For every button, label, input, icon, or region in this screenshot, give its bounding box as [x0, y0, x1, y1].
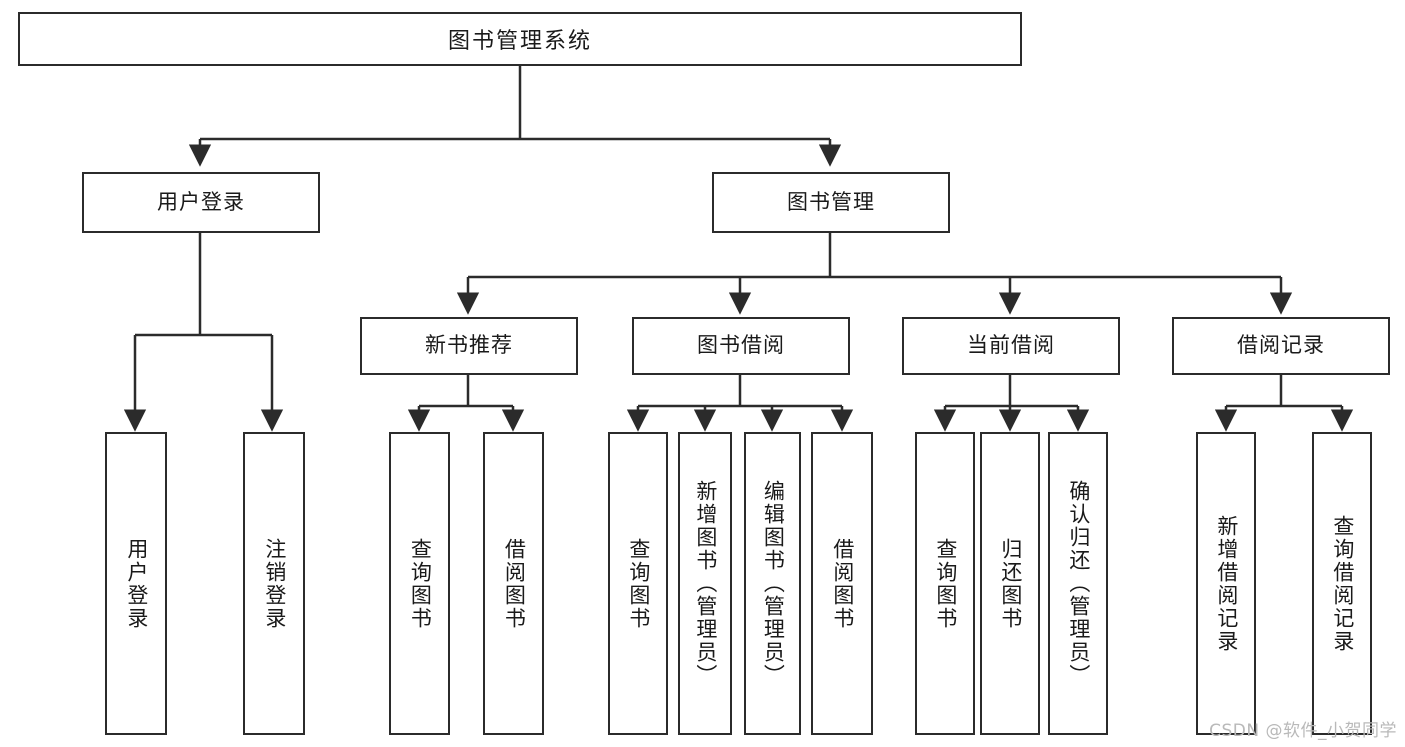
- node-borrow-record[interactable]: 借阅记录: [1172, 317, 1390, 375]
- node-label: 新书推荐: [425, 333, 513, 358]
- node-current-borrow[interactable]: 当前借阅: [902, 317, 1120, 375]
- node-root-system[interactable]: 图书管理系统: [18, 12, 1022, 66]
- leaf-query-book-recommend[interactable]: 查询图书: [389, 432, 450, 735]
- node-label: 查询图书: [933, 537, 958, 630]
- node-new-book-recommend[interactable]: 新书推荐: [360, 317, 578, 375]
- node-label: 查询图书: [626, 537, 651, 630]
- node-label: 查询借阅记录: [1330, 514, 1355, 653]
- node-label: 用户登录: [124, 537, 149, 630]
- leaf-borrow-book-recommend[interactable]: 借阅图书: [483, 432, 544, 735]
- node-label: 当前借阅: [967, 333, 1055, 358]
- leaf-query-borrow-record[interactable]: 查询借阅记录: [1312, 432, 1372, 735]
- node-label: 借阅记录: [1237, 333, 1325, 358]
- node-label: 借阅图书: [830, 537, 855, 630]
- node-label: 归还图书: [998, 537, 1023, 630]
- leaf-query-book-current[interactable]: 查询图书: [915, 432, 975, 735]
- node-book-management[interactable]: 图书管理: [712, 172, 950, 233]
- node-label: 编辑图书（管理员）: [761, 480, 786, 687]
- node-label: 新增借阅记录: [1214, 514, 1239, 653]
- node-label: 查询图书: [408, 537, 433, 630]
- csdn-watermark: CSDN @软件_小贺同学: [1209, 721, 1397, 741]
- node-label: 图书借阅: [697, 333, 785, 358]
- node-label: 图书管理: [787, 189, 875, 214]
- leaf-return-book[interactable]: 归还图书: [980, 432, 1040, 735]
- node-user-login[interactable]: 用户登录: [82, 172, 320, 233]
- node-label: 图书管理系统: [447, 29, 592, 54]
- leaf-add-borrow-record[interactable]: 新增借阅记录: [1196, 432, 1256, 735]
- leaf-logout[interactable]: 注销登录: [243, 432, 305, 735]
- node-book-borrow[interactable]: 图书借阅: [632, 317, 850, 375]
- leaf-borrow-book[interactable]: 借阅图书: [811, 432, 873, 735]
- leaf-user-login[interactable]: 用户登录: [105, 432, 167, 735]
- node-label: 借阅图书: [502, 537, 527, 630]
- leaf-query-book-borrow[interactable]: 查询图书: [608, 432, 668, 735]
- node-label: 注销登录: [262, 537, 287, 630]
- node-label: 用户登录: [157, 189, 245, 214]
- node-label: 新增图书（管理员）: [693, 480, 718, 687]
- leaf-add-book-admin[interactable]: 新增图书（管理员）: [678, 432, 732, 735]
- leaf-confirm-return-admin[interactable]: 确认归还（管理员）: [1048, 432, 1108, 735]
- leaf-edit-book-admin[interactable]: 编辑图书（管理员）: [744, 432, 801, 735]
- node-label: 确认归还（管理员）: [1066, 480, 1091, 687]
